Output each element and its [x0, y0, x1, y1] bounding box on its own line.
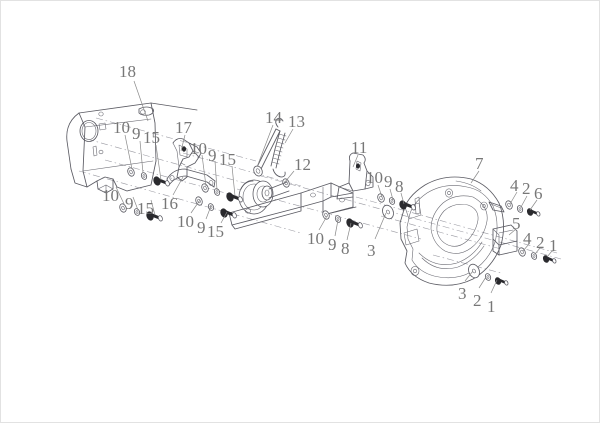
callout-3: 3: [367, 241, 376, 260]
callout-9: 9: [125, 194, 134, 213]
callout-10: 10: [366, 168, 383, 187]
callout-leader-lines: [115, 80, 553, 294]
callout-10: 10: [307, 229, 324, 248]
leader-line-7: [470, 170, 480, 184]
leader-line-10: [190, 199, 201, 214]
callout-4: 4: [510, 176, 519, 195]
callout-9: 9: [132, 124, 141, 143]
callout-14: 14: [265, 108, 282, 127]
callout-3: 3: [458, 284, 467, 303]
leader-line-15: [150, 199, 156, 216]
leader-line-9: [139, 140, 144, 174]
callout-2: 2: [473, 291, 482, 310]
leader-line-9: [205, 205, 212, 220]
leader-line-3: [374, 212, 387, 240]
leader-line-8: [400, 192, 405, 205]
callout-18: 18: [119, 62, 136, 81]
callout-1: 1: [549, 236, 558, 255]
callout-15: 15: [137, 199, 154, 218]
callout-10: 10: [102, 186, 119, 205]
leader-line-16: [172, 176, 184, 196]
callout-6: 6: [534, 184, 543, 203]
leader-line-9: [214, 160, 218, 191]
callout-9: 9: [197, 218, 206, 237]
callout-15: 15: [219, 150, 236, 169]
callout-17: 17: [175, 118, 192, 137]
leader-line-9: [132, 196, 139, 211]
leader-line-15: [231, 165, 236, 197]
part-3-boss-middle: [380, 203, 396, 221]
leader-line-10: [115, 186, 126, 207]
leader-line-1: [546, 250, 553, 258]
leader-line-15: [220, 211, 228, 224]
leader-line-5: [508, 228, 517, 236]
fastener-stack-upper-left: [126, 166, 171, 188]
part-7-belt-cover-housing: [399, 176, 505, 286]
leader-line-15: [155, 144, 162, 181]
leader-line-10: [377, 184, 383, 198]
callout-13: 13: [288, 112, 305, 131]
leader-line-2: [478, 276, 487, 289]
part-12-pivot-washer: [281, 177, 291, 189]
leader-line-10: [201, 154, 207, 187]
leader-line-17: [180, 134, 186, 152]
leader-line-11: [352, 154, 359, 168]
callout-4: 4: [523, 229, 532, 248]
leader-line-2: [534, 247, 541, 255]
callout-16: 16: [161, 194, 178, 213]
callout-12: 12: [294, 155, 311, 174]
callout-1: 1: [487, 297, 496, 316]
leader-line-14: [256, 124, 274, 168]
callout-9: 9: [384, 172, 393, 191]
leader-line-13: [284, 128, 294, 144]
part-13-tension-spring: [270, 117, 287, 178]
callout-15: 15: [143, 128, 160, 147]
callout-10: 10: [190, 139, 207, 158]
callout-2: 2: [522, 179, 531, 198]
callout-2: 2: [536, 233, 545, 252]
fastener-stack-arm-lower: [321, 209, 364, 230]
fastener-stack-housing-bottom: [466, 262, 510, 287]
callout-5: 5: [512, 214, 521, 233]
leader-line-6: [529, 199, 538, 211]
leader-line-9: [334, 219, 339, 237]
fastener-stack-lever-upper: [200, 182, 244, 204]
part-14-spring-anchor-rod: [253, 128, 281, 177]
leader-line-4: [509, 191, 518, 205]
callout-10: 10: [177, 212, 194, 231]
part-11-idler-support-bracket: [336, 152, 374, 200]
part-18-side-frame-plate: [66, 102, 198, 194]
callout-9: 9: [208, 146, 217, 165]
leader-line-3: [464, 270, 474, 282]
leader-line-4: [522, 243, 530, 252]
leader-line-18: [133, 80, 149, 122]
callout-9: 9: [328, 235, 337, 254]
leader-line-1: [490, 279, 498, 294]
callout-10: 10: [113, 118, 130, 137]
leader-line-12: [284, 170, 295, 183]
leader-line-2: [520, 195, 528, 208]
callout-11: 11: [351, 138, 368, 157]
part-17-pivot-lever: [172, 138, 202, 182]
idler-pulley-assembly: [238, 179, 290, 215]
callout-7: 7: [475, 154, 484, 173]
callout-8: 8: [395, 177, 404, 196]
callout-8: 8: [341, 239, 350, 258]
leader-line-9: [389, 188, 394, 201]
callout-15: 15: [207, 222, 224, 241]
leader-line-10: [318, 215, 328, 231]
leader-line-8: [346, 222, 352, 241]
leader-line-10: [124, 134, 133, 170]
part-5-clip-bracket: [492, 224, 518, 256]
part-16-link-rod: [166, 168, 216, 188]
